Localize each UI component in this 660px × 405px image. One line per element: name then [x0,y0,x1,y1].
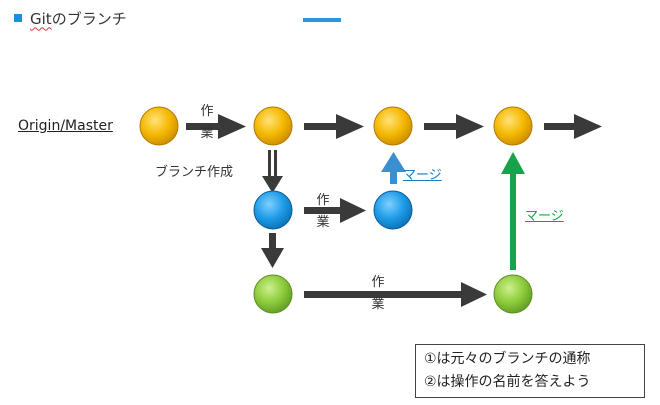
master-arrow-3 [424,114,484,139]
question-2: ②は操作の名前を答えよう [424,374,591,390]
branch-create-arrow [262,150,283,193]
feature-node-2 [373,190,413,230]
work-label-1-bottom: 業 [200,126,214,141]
accent-bar [303,18,341,22]
master-arrow-1 [186,114,246,139]
master-node-4 [493,106,533,146]
work-node-1 [253,274,293,314]
merge-arrow-blue [381,152,406,184]
work-label-1: 作 業 [197,101,217,145]
work-node-2 [493,274,533,314]
merge-label-blue: マージ [403,168,442,183]
question-box: ①は元々のブランチの通称 ②は操作の名前を答えよう [415,344,645,398]
master-arrow-4 [544,114,602,139]
work-label-2-top: 作 [316,193,330,208]
page-title: Gitのブランチ [14,8,127,28]
square-bullet-icon [14,14,22,22]
work-label-3-bottom: 業 [371,297,385,312]
work-label-3: 作 業 [368,272,388,316]
feature-work-arrow [304,198,366,223]
work-label-2: 作 業 [313,190,333,234]
create-branch-label: ブランチ作成 [155,165,234,180]
title-suffix: のブランチ [51,9,127,28]
merge-arrow-green [501,152,525,270]
work-label-3-top: 作 [371,275,385,290]
work-label-2-bottom: 業 [316,215,330,230]
master-node-1 [139,106,179,146]
master-arrow-2 [304,114,364,139]
master-node-3 [373,106,413,146]
origin-master-label: Origin/Master [18,118,113,134]
long-work-arrow [304,282,487,307]
title-text: Gitのブランチ [30,8,127,29]
master-node-2 [253,106,293,146]
merge-label-green: マージ [525,209,564,224]
title-git: Git [30,9,52,28]
question-1: ①は元々のブランチの通称 [424,351,591,367]
branch-down-arrow [261,233,284,268]
work-label-1-top: 作 [200,104,214,119]
feature-node-1 [253,190,293,230]
